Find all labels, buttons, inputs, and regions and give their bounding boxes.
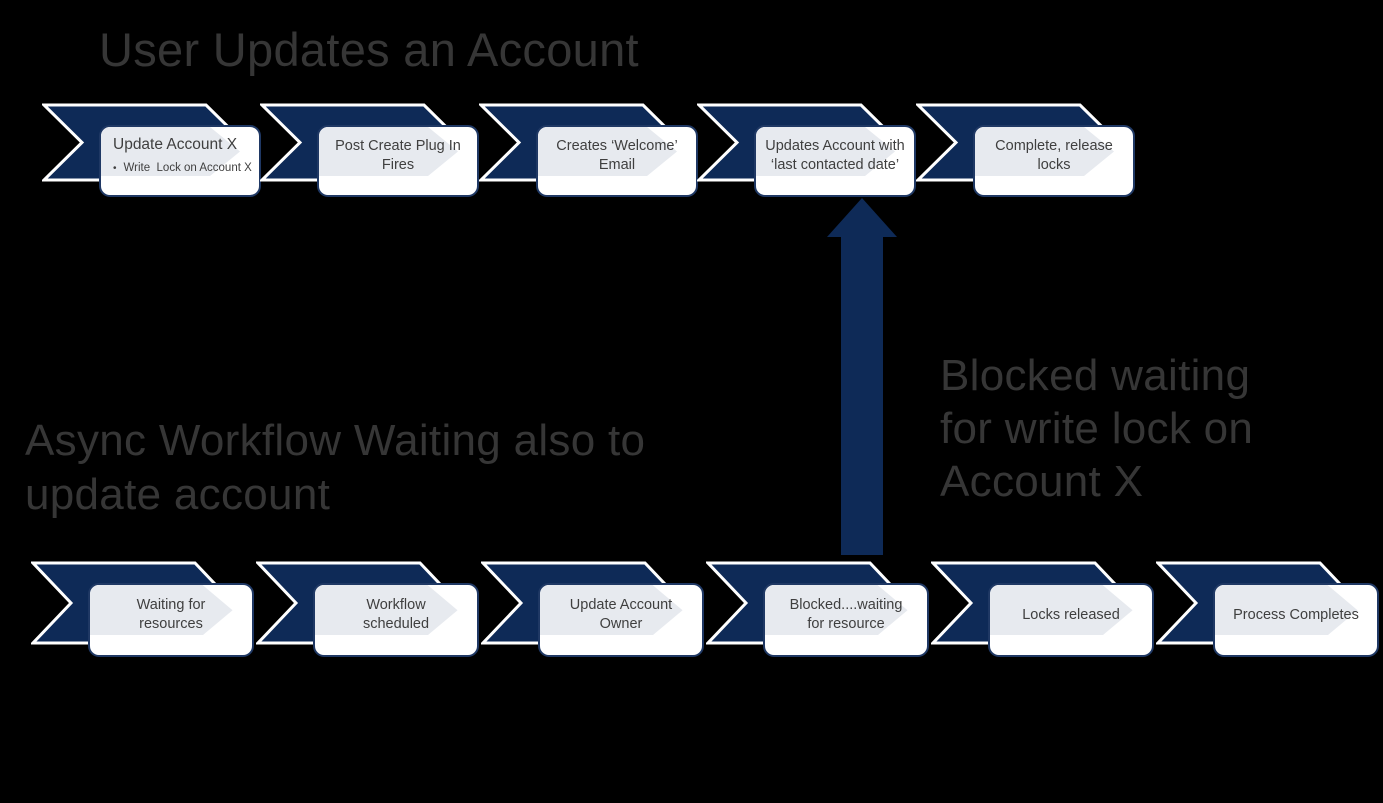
step-heading: Update Account X (113, 136, 238, 153)
watermark-chevron (756, 127, 895, 176)
step-box: Workflow scheduled (313, 583, 479, 657)
step-box: Waiting for resources (88, 583, 254, 657)
watermark-chevron (975, 127, 1114, 176)
process-step-update-account-x: Update Account X • Write Lock on Account … (42, 103, 261, 200)
step-label: Complete, release locks (995, 138, 1113, 173)
bullet-text: Write Lock on Account X (123, 162, 252, 174)
step-box: Locks released (988, 583, 1154, 657)
watermark-chevron (540, 585, 683, 635)
step-label: Blocked....waiting for resource (789, 597, 903, 632)
process-step-creates-welcome-email: Creates ‘Welcome’ Email (479, 103, 698, 200)
workflow-step-blocked-waiting-resource: Blocked....waiting for resource (706, 561, 929, 663)
watermark-chevron (319, 127, 458, 176)
async-flow-title: Async Workflow Waiting also to update ac… (25, 414, 645, 522)
blocked-annotation-line3: Account X (940, 457, 1144, 506)
workflow-step-locks-released: Locks released (931, 561, 1154, 663)
step-box: Blocked....waiting for resource (763, 583, 929, 657)
step-box: Updates Account with ‘last contacted dat… (754, 125, 916, 197)
watermark-chevron (101, 127, 240, 176)
workflow-step-waiting-for-resources: Waiting for resources (31, 561, 254, 663)
step-box: Update Account X • Write Lock on Account … (99, 125, 261, 197)
step-box: Process Completes (1213, 583, 1379, 657)
bullet-dot-icon: • (113, 163, 117, 174)
step-box: Creates ‘Welcome’ Email (536, 125, 698, 197)
process-step-post-create-plugin: Post Create Plug In Fires (260, 103, 479, 200)
watermark-chevron (90, 585, 233, 635)
watermark-chevron (1215, 585, 1358, 635)
async-flow-title-line1: Async Workflow Waiting also to (25, 416, 646, 465)
step-bullet: • Write Lock on Account X (113, 162, 253, 174)
step-label: Post Create Plug In Fires (335, 138, 461, 173)
step-box: Post Create Plug In Fires (317, 125, 479, 197)
async-flow-title-line2: update account (25, 470, 331, 519)
step-box: Update Account Owner (538, 583, 704, 657)
step-label: Locks released (1022, 606, 1120, 623)
step-label: Updates Account with ‘last contacted dat… (765, 138, 905, 173)
watermark-chevron (765, 585, 908, 635)
watermark-chevron (990, 585, 1133, 635)
top-flow-title: User Updates an Account (99, 23, 639, 76)
step-label: Creates ‘Welcome’ Email (556, 138, 678, 173)
process-step-complete-release-locks: Complete, release locks (916, 103, 1135, 200)
blocked-up-arrow (827, 198, 897, 555)
step-label: Workflow scheduled (362, 597, 430, 632)
step-label: Update Account Owner (569, 597, 673, 632)
workflow-step-update-account-owner: Update Account Owner (481, 561, 704, 663)
blocked-annotation: Blocked waiting for write lock on Accoun… (940, 349, 1253, 508)
step-label: Waiting for resources (136, 597, 206, 632)
workflow-step-process-completes: Process Completes (1156, 561, 1379, 663)
workflow-step-workflow-scheduled: Workflow scheduled (256, 561, 479, 663)
process-step-updates-last-contacted: Updates Account with ‘last contacted dat… (697, 103, 916, 200)
blocked-annotation-line1: Blocked waiting (940, 351, 1251, 400)
watermark-chevron (315, 585, 458, 635)
watermark-chevron (538, 127, 677, 176)
step-label: Process Completes (1233, 606, 1359, 623)
blocked-annotation-line2: for write lock on (940, 404, 1254, 453)
step-box: Complete, release locks (973, 125, 1135, 197)
